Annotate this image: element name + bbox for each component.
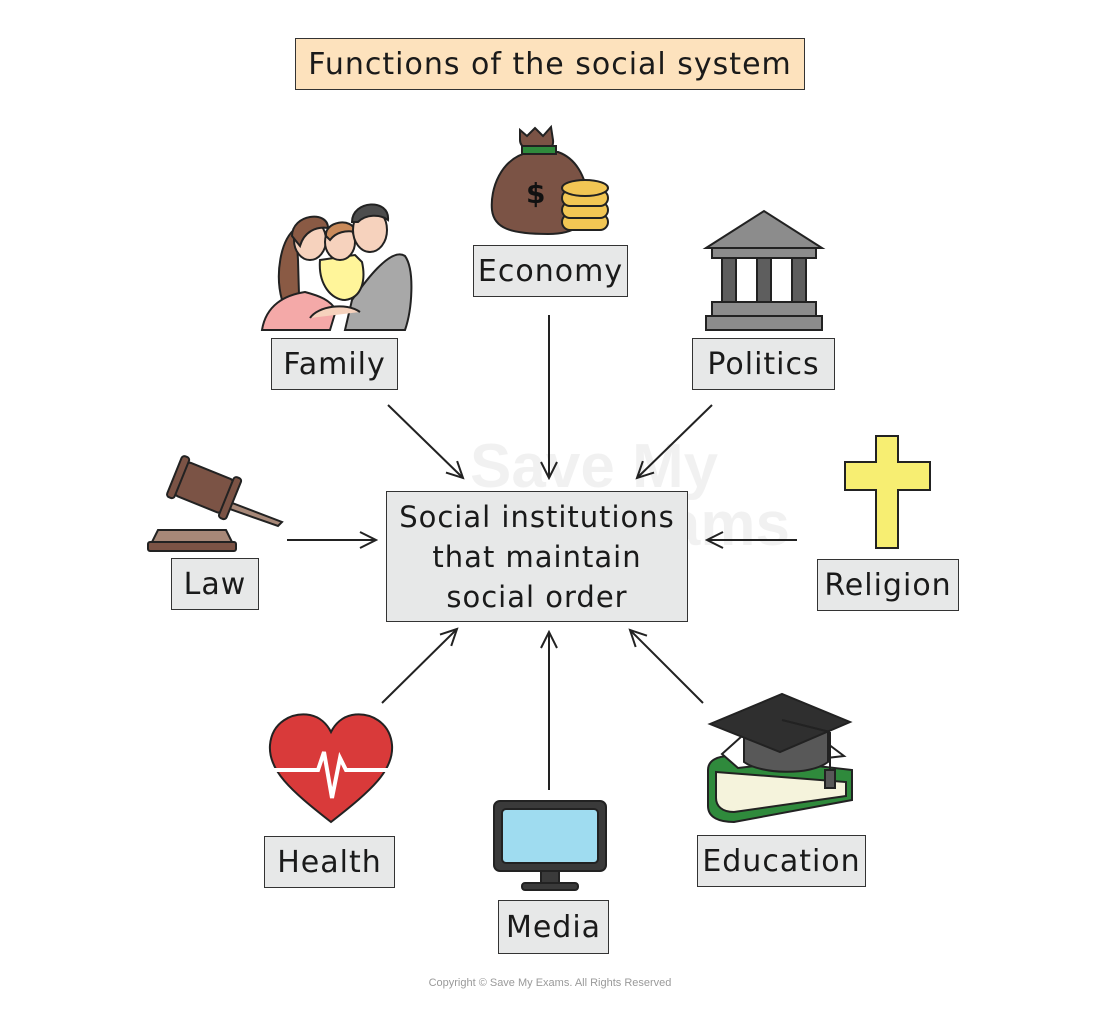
center-line-1: Social institutions (399, 499, 675, 534)
monitor-icon (493, 800, 607, 891)
media-label: Media (505, 909, 602, 945)
family-icon (260, 203, 413, 331)
religion-label-box: Religion (817, 559, 959, 611)
religion-label: Religion (824, 567, 952, 603)
law-label: Law (183, 566, 247, 602)
health-label: Health (277, 844, 382, 880)
education-label-box: Education (697, 835, 866, 887)
family-label-box: Family (271, 338, 398, 390)
politics-label: Politics (707, 346, 820, 382)
diagram-title: Functions of the social system (295, 38, 805, 90)
cross-icon (844, 435, 931, 549)
arrow-education (630, 630, 704, 704)
money-symbol: $ (526, 177, 545, 210)
diagram-title-text: Functions of the social system (308, 46, 792, 82)
money-bag-icon: $ (490, 124, 609, 236)
copyright-notice: Copyright © Save My Exams. All Rights Re… (428, 977, 672, 989)
watermark-line-1: Save My (470, 432, 719, 501)
health-label-box: Health (264, 836, 395, 888)
center-box: Social institutions that maintain social… (386, 491, 688, 622)
center-line-3: social order (446, 579, 628, 614)
politics-label-box: Politics (692, 338, 835, 390)
law-label-box: Law (171, 558, 259, 610)
coins-icon (561, 179, 609, 231)
center-line-2: that maintain (432, 539, 642, 574)
family-label: Family (283, 346, 386, 382)
economy-label: Economy (477, 253, 624, 289)
media-label-box: Media (498, 900, 609, 954)
arrow-family (387, 404, 463, 478)
government-building-icon (702, 209, 826, 331)
economy-label-box: Economy (473, 245, 628, 297)
arrow-health (381, 629, 457, 704)
graduation-cap-books-icon (707, 692, 853, 824)
arrow-politics (637, 404, 713, 478)
education-label: Education (702, 843, 861, 879)
heart-icon (268, 713, 394, 824)
gavel-icon (147, 455, 284, 552)
